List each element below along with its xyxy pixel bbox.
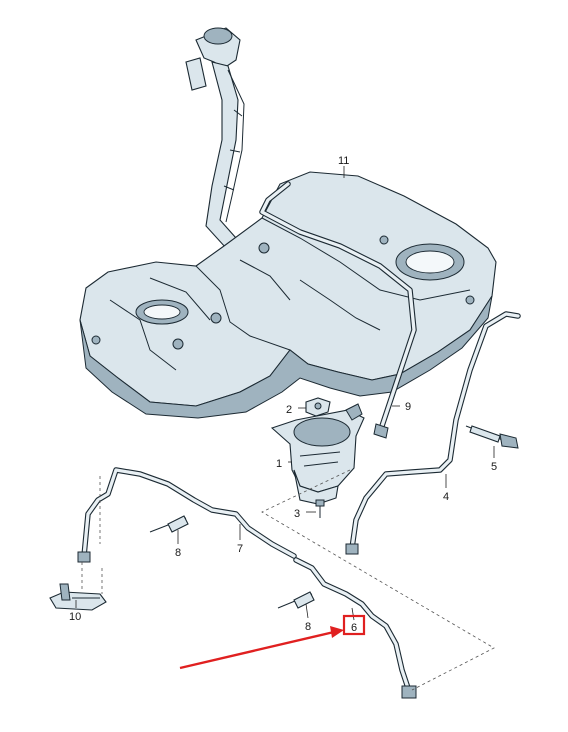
fuel-tank xyxy=(79,171,497,419)
red-arrow-head-icon xyxy=(330,626,344,638)
callout-3: 3 xyxy=(294,508,300,520)
callout-2: 2 xyxy=(286,404,292,416)
highlight-marker xyxy=(179,614,366,670)
callout-1: 1 xyxy=(276,458,282,470)
vent-line xyxy=(345,311,521,555)
hose-clip xyxy=(465,425,519,449)
red-arrow-line xyxy=(179,630,335,670)
carbon-canister xyxy=(270,403,365,505)
callout-9: 9 xyxy=(405,401,411,413)
callout-8-upper: 8 xyxy=(175,547,181,559)
assembly-lines xyxy=(81,469,495,691)
line-bracket xyxy=(49,583,107,611)
canister-bolt xyxy=(315,499,325,518)
callout-11: 11 xyxy=(338,155,349,167)
callout-7: 7 xyxy=(237,543,243,555)
holder-lower xyxy=(277,591,315,609)
filler-neck xyxy=(185,27,245,249)
canister-bracket xyxy=(305,397,331,417)
callout-4: 4 xyxy=(443,491,449,503)
highlight-box xyxy=(342,614,366,636)
callout-6: 6 xyxy=(351,622,357,634)
callout-8-lower: 8 xyxy=(305,621,311,633)
fuel-line-highlighted xyxy=(293,557,417,699)
holder-upper xyxy=(149,515,189,533)
breather-line xyxy=(259,181,417,439)
fuel-line xyxy=(77,467,297,563)
callout-10: 10 xyxy=(69,611,81,623)
callout-5: 5 xyxy=(491,461,497,473)
callout-leaders xyxy=(75,166,495,621)
